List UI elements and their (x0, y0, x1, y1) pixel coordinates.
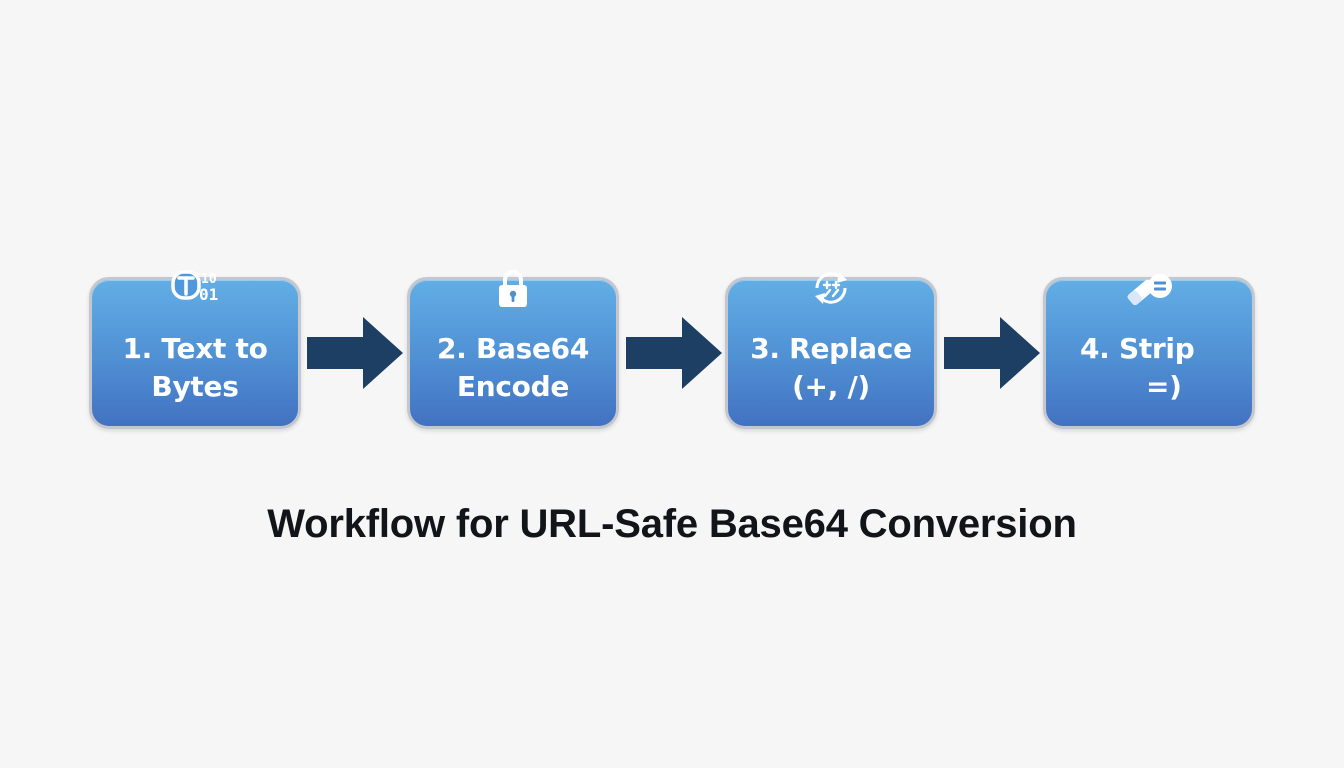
step-label-line2: =) (1146, 370, 1182, 403)
flow-arrow (942, 315, 1042, 391)
step-label-line1: 2. Base64 (436, 332, 590, 365)
flow-arrow (305, 315, 405, 391)
step-box-replace: 3. Replace (+, /) (725, 272, 937, 429)
step-label-line1: 1. Text to (122, 332, 268, 365)
step-label-line2: (+, /) (792, 370, 870, 403)
text-to-binary-icon: 10 01 (167, 266, 223, 310)
step-label-line2: Bytes (151, 370, 239, 403)
step-label-line1: 3. Replace (750, 332, 912, 365)
step-label: 3. Replace (+, /) (728, 330, 934, 406)
swap-arrows-icon (803, 266, 859, 310)
step-label: 1. Text to Bytes (92, 330, 298, 406)
step-label-line1: 4. Strip (1080, 332, 1195, 365)
flow-arrow (624, 315, 724, 391)
svg-text:01: 01 (199, 285, 218, 304)
eraser-equals-icon (1121, 266, 1177, 310)
step-label: 4. Strip =) (1046, 330, 1252, 406)
step-label-line2: Encode (456, 370, 570, 403)
step-box-base64-encode: 2. Base64 Encode (407, 270, 619, 429)
svg-text:10: 10 (201, 272, 217, 287)
diagram-caption: Workflow for URL-Safe Base64 Conversion (267, 502, 1077, 546)
lock-icon (485, 266, 541, 310)
step-box-strip: 4. Strip =) (1043, 274, 1255, 429)
step-box-text-to-bytes: 10 01 1. Text to Bytes (89, 270, 301, 429)
step-label: 2. Base64 Encode (410, 330, 616, 406)
